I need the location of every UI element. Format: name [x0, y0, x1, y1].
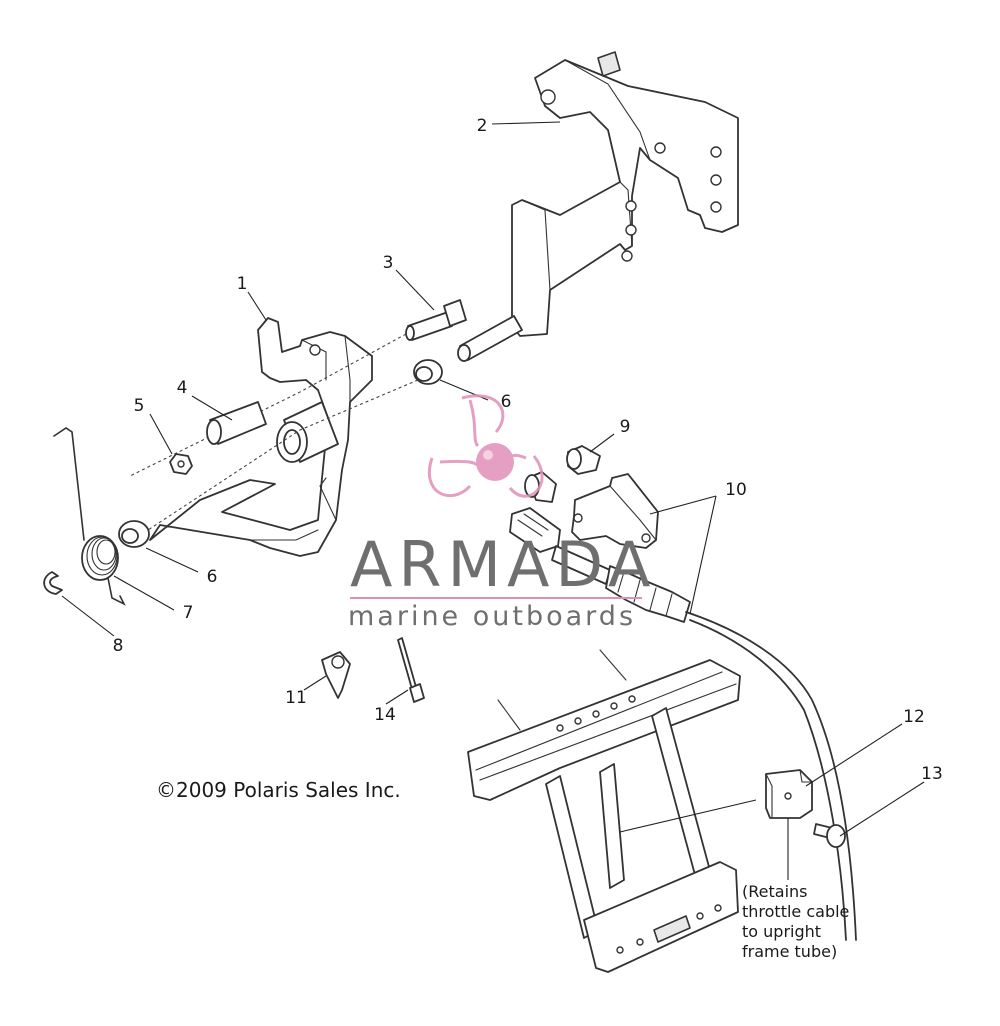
pivot-pin-part — [457, 315, 523, 362]
cable-tie-part — [397, 637, 425, 703]
callout-13: 13 — [921, 764, 943, 784]
callout-8: 8 — [113, 636, 124, 656]
callout-12: 12 — [903, 707, 925, 727]
note-line-4: frame tube) — [742, 942, 837, 961]
callout-3: 3 — [383, 253, 394, 273]
callout-11: 11 — [285, 688, 307, 708]
copyright-text: ©2009 Polaris Sales Inc. — [156, 778, 401, 802]
callout-labels: 1 2 3 4 5 6 6 7 8 9 10 11 14 12 13 — [113, 116, 943, 784]
pedal-part — [149, 317, 373, 557]
bushing-lower-part — [118, 520, 150, 548]
callout-1: 1 — [237, 274, 248, 294]
watermark-subtitle: marine outboards — [348, 601, 636, 632]
callout-5: 5 — [134, 396, 145, 416]
sleeve-part — [206, 401, 267, 445]
retains-note: (Retains throttle cable to upright frame… — [742, 882, 849, 961]
nut-part — [169, 453, 193, 475]
mounting-bracket-part — [511, 51, 739, 337]
screw-part — [813, 823, 846, 848]
e-clip-part — [43, 571, 63, 595]
callout-2: 2 — [477, 116, 488, 136]
note-line-3: to upright — [742, 922, 821, 941]
callout-9: 9 — [620, 417, 631, 437]
throttle-cable-part — [509, 473, 857, 941]
assembly-axis-1 — [129, 333, 407, 477]
push-clip-part — [321, 651, 351, 699]
watermark-title: ARMADA — [350, 528, 656, 601]
bushing-upper-part — [413, 359, 443, 385]
callout-7: 7 — [183, 603, 194, 623]
callout-10: 10 — [725, 480, 747, 500]
torsion-spring-part — [53, 427, 126, 606]
callout-4: 4 — [177, 378, 188, 398]
bolt-part — [405, 299, 467, 341]
watermark-text: ARMADA marine outboards — [348, 528, 656, 632]
note-line-2: throttle cable — [742, 902, 849, 921]
note-line-1: (Retains — [742, 882, 807, 901]
callout-6-upper: 6 — [501, 392, 512, 412]
armada-logo — [428, 394, 544, 498]
callout-14: 14 — [374, 705, 396, 725]
cable-clamp-part — [765, 769, 813, 819]
upright-frame-part — [467, 649, 741, 973]
callout-6-lower: 6 — [207, 567, 218, 587]
assembly-axis-2 — [144, 379, 419, 533]
